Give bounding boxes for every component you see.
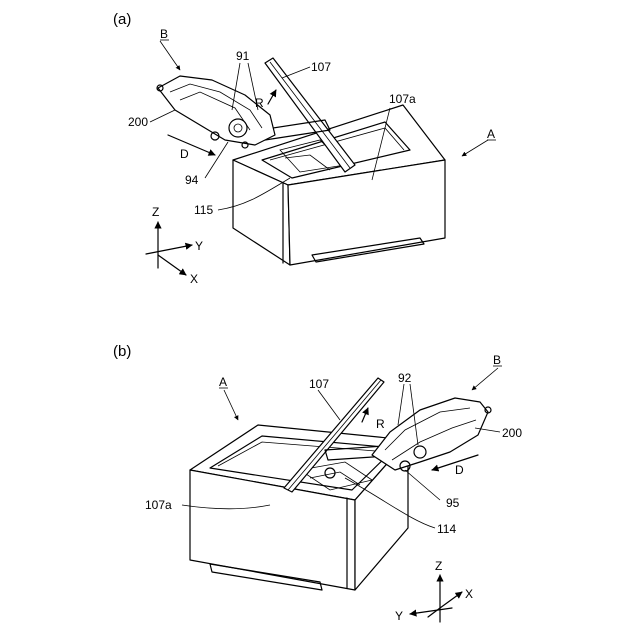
axis-z-label-a: Z <box>152 205 159 219</box>
axis-y-b <box>410 608 452 614</box>
axis-x-label-b: X <box>465 587 473 601</box>
arrow-D-a <box>168 135 215 155</box>
label-114: 114 <box>437 522 456 536</box>
label-107a-a: 107a <box>389 92 416 106</box>
leader-B-a <box>160 41 180 70</box>
label-A-a: A <box>487 127 495 141</box>
image-forming-apparatus-a <box>233 58 445 265</box>
cartridge-body-b <box>372 398 488 470</box>
caption-a: (a) <box>113 11 131 28</box>
axis-y-label-a: Y <box>195 239 203 253</box>
axis-y-a <box>146 245 192 254</box>
axis-z-label-b: Z <box>435 559 442 573</box>
leader-107-b <box>318 390 340 420</box>
axis-x-label-a: X <box>190 272 198 286</box>
axis-y-label-b: Y <box>395 609 403 623</box>
label-B-b: B <box>493 353 501 367</box>
leader-95 <box>405 470 440 500</box>
axis-x-tail-b <box>428 608 440 617</box>
label-B-a: B <box>160 27 168 41</box>
axes-b: Z Y X <box>395 559 473 623</box>
axis-x-a <box>158 255 186 275</box>
leader-A-a <box>462 140 488 156</box>
label-107a-b: 107a <box>145 498 172 512</box>
arrow-R-b <box>362 408 368 422</box>
label-D-a: D <box>180 147 189 161</box>
label-107-b: 107 <box>309 377 329 391</box>
label-115: 115 <box>194 203 213 217</box>
caption-b: (b) <box>113 343 131 360</box>
leader-B-b <box>472 368 498 390</box>
label-94: 94 <box>185 173 199 187</box>
leader-200-a <box>150 110 175 122</box>
arrow-R-a <box>268 90 276 104</box>
label-R-a: R <box>255 96 264 110</box>
label-200-b: 200 <box>502 426 522 440</box>
leader-92-b1 <box>398 384 404 425</box>
label-200-a: 200 <box>128 115 148 129</box>
cartridge-body-a <box>158 76 275 145</box>
leader-94 <box>205 142 228 178</box>
axis-x-b <box>440 592 462 608</box>
leader-A-b <box>224 390 238 420</box>
label-91-a: 91 <box>236 49 250 63</box>
label-92-b: 92 <box>398 371 412 385</box>
cartridge-200-b <box>372 398 491 471</box>
figure-b: (b) <box>113 343 522 623</box>
image-forming-apparatus-b <box>190 378 408 590</box>
label-A-b: A <box>219 375 227 389</box>
label-107-a: 107 <box>311 60 331 74</box>
label-D-b: D <box>455 463 464 477</box>
figure-a: (a) <box>113 11 496 286</box>
label-95: 95 <box>446 496 460 510</box>
leader-107-a <box>282 67 310 78</box>
axes-a: Z Y X <box>146 205 203 286</box>
label-R-b: R <box>376 417 385 431</box>
